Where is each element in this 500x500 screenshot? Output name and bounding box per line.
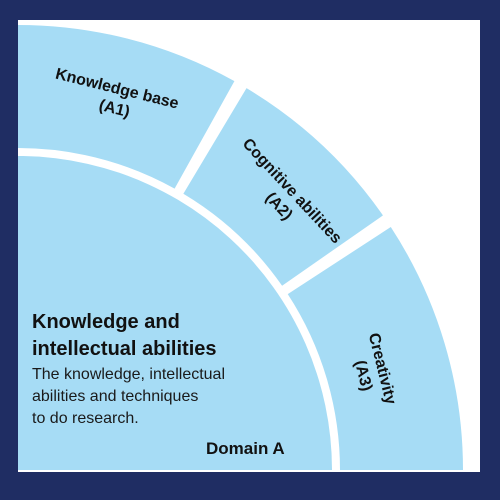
core-title-line-2: intellectual abilities bbox=[32, 338, 217, 360]
segment-knowledge-base bbox=[0, 25, 235, 189]
core-description-line-2: abilities and techniques bbox=[32, 388, 198, 405]
core-domain-a bbox=[0, 156, 332, 470]
core-title-line-1: Knowledge and bbox=[32, 311, 180, 333]
core-description-line-1: The knowledge, intellectual bbox=[32, 366, 225, 383]
segment-cognitive-abilities bbox=[183, 88, 383, 286]
frame bbox=[0, 2, 498, 490]
core-description-line-3: to do research. bbox=[32, 410, 139, 427]
segment-creativity bbox=[287, 226, 464, 470]
domain-label: Domain A bbox=[206, 439, 285, 458]
